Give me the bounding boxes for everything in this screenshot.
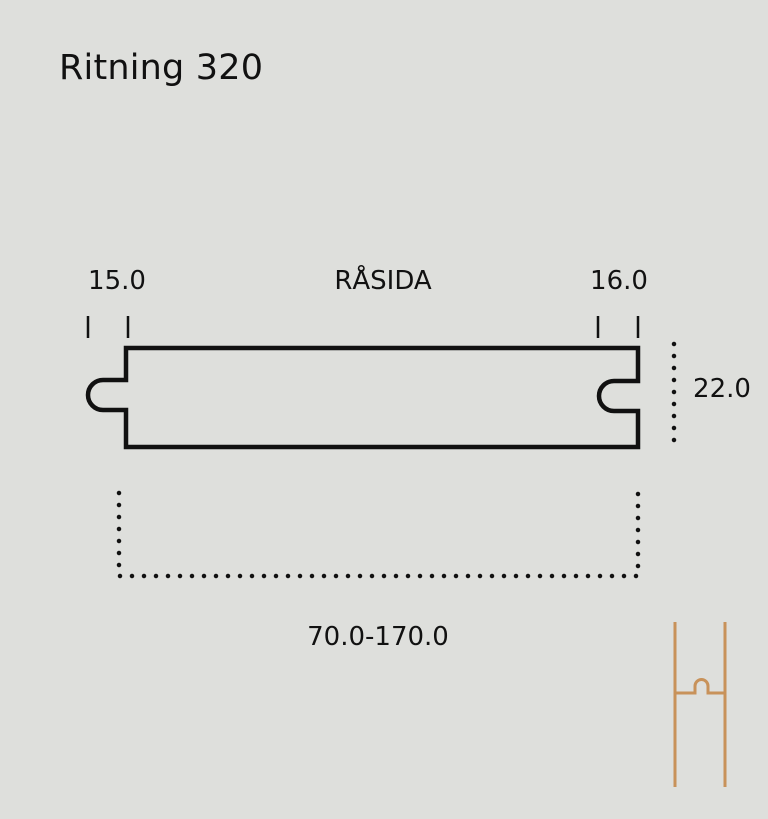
dimension-width: 70.0-170.0 <box>307 622 449 652</box>
dimension-ticks <box>86 316 640 338</box>
dimension-right-groove: 16.0 <box>590 266 648 296</box>
drawing-title: Ritning 320 <box>59 48 264 88</box>
width-dimension-bracket <box>116 490 641 579</box>
face-side-label: RÅSIDA <box>334 266 432 296</box>
dimension-thickness: 22.0 <box>693 374 751 404</box>
dimension-left-tongue: 15.0 <box>88 266 146 296</box>
board-joint-icon <box>673 622 727 787</box>
board-profile <box>85 345 641 450</box>
